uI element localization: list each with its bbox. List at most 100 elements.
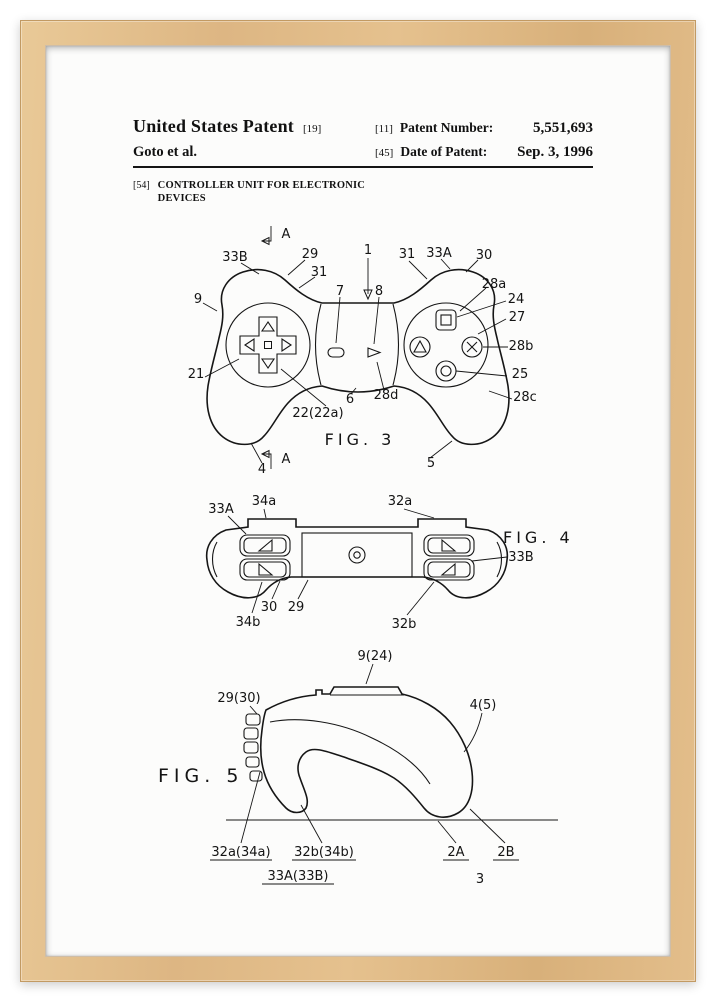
fig4-label-29: 29 [288, 600, 305, 615]
fig3-caption: FIG. 3 [325, 430, 396, 449]
fig3-label-24: 24 [508, 292, 525, 307]
fig3-label-6: 6 [346, 392, 354, 407]
fig4-label-30: 30 [261, 600, 278, 615]
fig3-label-9: 9 [194, 292, 202, 307]
r2-shoulder-button [423, 558, 475, 581]
l2-shoulder-button [239, 558, 291, 581]
fig3-drawing: A A 33B 29 31 1 31 33A 30 28a 24 27 28b … [188, 226, 537, 477]
fig4-right-end-seam [496, 541, 503, 578]
fig5-leader-lines [210, 663, 519, 885]
fig3-bridge-right-seam [392, 303, 400, 386]
fig3-label-28b: 28b [509, 339, 534, 354]
fig5-front-button-1 [245, 713, 261, 726]
fig3-label-33A: 33A [426, 246, 452, 261]
fig3-label-27: 27 [509, 310, 526, 325]
r2-triangle-glyph-icon [440, 562, 456, 576]
patent-authors: Goto et al. [133, 144, 198, 160]
r1-shoulder-button-inner [427, 537, 471, 554]
cross-button [461, 336, 483, 358]
fig4-center-screw-outer [348, 546, 366, 564]
fig5-label-29-30: 29(30) [217, 691, 260, 706]
patent-date-ref: [45] [375, 147, 394, 159]
fig4-label-34b: 34b [236, 615, 261, 630]
fig3-label-29: 29 [302, 247, 319, 262]
fig5-label-2A: 2A [447, 845, 464, 860]
fig3-label-28d: 28d [374, 388, 399, 403]
fig5-label-4-5: 4(5) [470, 698, 497, 713]
fig3-label-7: 7 [336, 284, 344, 299]
fig5-controller-outline [259, 686, 474, 818]
start-button [367, 347, 382, 358]
patent-title: United States Patent [133, 116, 294, 136]
patent-title-ref: [19] [302, 123, 322, 135]
r1-shoulder-button [423, 534, 475, 557]
cross-glyph-icon [466, 341, 478, 353]
fig5-label-33A-33B: 33A(33B) [267, 869, 328, 884]
triangle-button-glyph-icon [413, 339, 427, 353]
patent-header: United States Patent [19] [11] Patent Nu… [133, 116, 593, 161]
invention-title-line2: DEVICES [157, 192, 206, 204]
fig3-bridge-left-seam [314, 303, 322, 386]
fig5-front-button-2 [243, 727, 259, 740]
fig4-left-end-seam [211, 541, 218, 578]
fig4-caption: FIG. 4 [503, 528, 574, 547]
fig3-label-30: 30 [476, 248, 493, 263]
fig3-label-21: 21 [188, 367, 205, 382]
fig3-label-5: 5 [427, 456, 435, 471]
fig5-label-3: 3 [476, 872, 484, 887]
invention-title-ref: [54] [133, 180, 150, 191]
fig3-label-28c: 28c [513, 390, 537, 405]
fig3-label-1: 1 [364, 243, 372, 258]
l2-triangle-glyph-icon [258, 562, 274, 576]
patent-date-value: Sep. 3, 1996 [517, 144, 593, 160]
fig5-label-2B: 2B [497, 845, 514, 860]
fig3-label-28a: 28a [482, 277, 507, 292]
l1-triangle-glyph-icon [257, 538, 273, 552]
fig4-label-34a: 34a [252, 494, 277, 509]
triangle-button [409, 336, 431, 358]
fig5-front-button-5 [249, 770, 263, 782]
fig4-controller-outline [205, 518, 509, 599]
header-row-2: Goto et al. [45] Date of Patent: Sep. 3,… [133, 144, 593, 161]
dpad-cross [239, 316, 297, 374]
invention-title-line1: CONTROLLER UNIT FOR ELECTRONIC [157, 180, 366, 191]
fig5-caption: FIG. 5 [158, 765, 243, 787]
fig3-label-4: 4 [258, 462, 266, 477]
header-row-1: United States Patent [19] [11] Patent Nu… [133, 116, 593, 137]
fig4-leader-lines [227, 508, 508, 616]
square-button-glyph-icon [440, 314, 452, 326]
fig4-drawing: 33A 34a 32a FIG. 4 33B 30 29 34b 32b [205, 494, 574, 632]
fig4-label-33A: 33A [208, 502, 234, 517]
cross-glyph-icon [466, 341, 478, 353]
fig4-label-32b: 32b [392, 617, 417, 632]
dpad-up-arrow-icon [260, 321, 276, 332]
patent-date-label: Date of Patent: [400, 144, 488, 159]
patent-number-value: 5,551,693 [533, 120, 593, 136]
fig4-center-screw-inner [353, 551, 361, 559]
fig4-label-33B: 33B [508, 550, 533, 565]
dpad-left-arrow-icon [244, 337, 255, 353]
r1-triangle-glyph-icon [441, 538, 457, 552]
dpad-center-dot [264, 341, 272, 349]
fig5-front-button-3 [243, 741, 259, 754]
l2-shoulder-button-inner [243, 561, 287, 578]
fig3-buttons-ring [403, 302, 489, 388]
dpad-down-arrow-icon [260, 358, 276, 369]
fig3-label-A-top: A [282, 227, 291, 242]
fig3-label-25: 25 [512, 367, 529, 382]
fig3-label-A-bottom: A [282, 452, 291, 467]
fig5-drawing: 9(24) 29(30) 4(5) FIG. 5 32a(34a) 32b(34… [158, 649, 558, 887]
invention-title-block: [54] CONTROLLER UNIT FOR ELECTRONIC DEVI… [133, 180, 365, 205]
fig5-body-seam [269, 719, 431, 785]
r2-shoulder-button-inner [427, 561, 471, 578]
fig5-label-32b-34b: 32b(34b) [294, 845, 354, 860]
patent-number-ref: [11] [375, 123, 393, 135]
l1-shoulder-button-inner [243, 537, 287, 554]
fig5-front-button-4 [245, 756, 260, 768]
fig3-label-31-right: 31 [399, 247, 416, 262]
fig3-label-22-22a: 22(22a) [292, 406, 343, 421]
patent-number-label: Patent Number: [399, 120, 494, 135]
patent-date-block: [45] Date of Patent: Sep. 3, 1996 [375, 144, 593, 161]
